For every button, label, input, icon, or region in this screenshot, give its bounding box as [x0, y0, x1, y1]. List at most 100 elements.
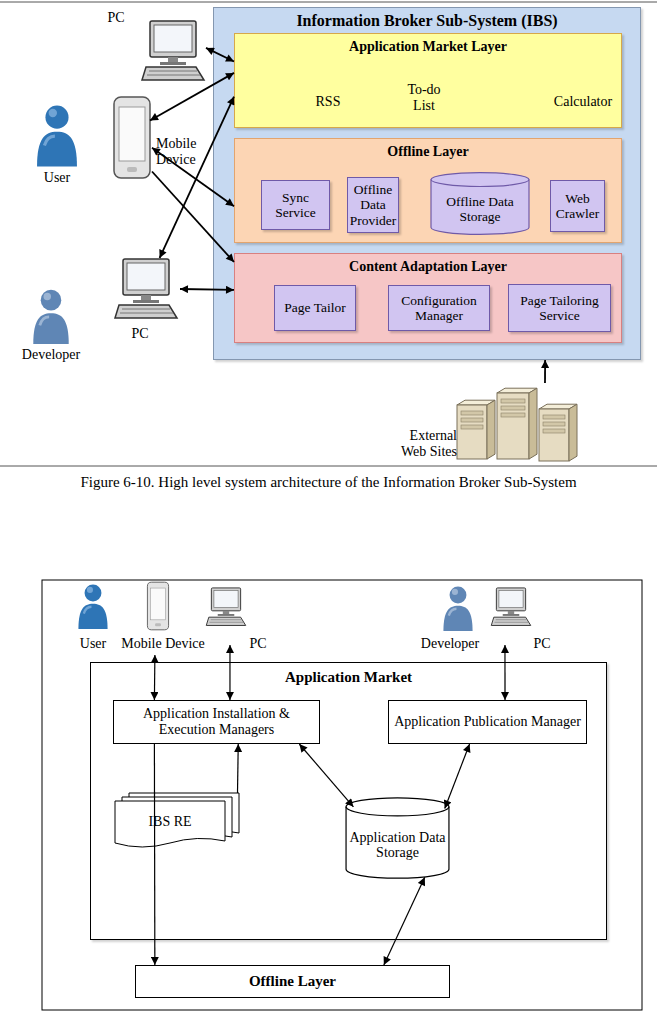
component-label: Web Crawler: [555, 191, 600, 221]
text-holder: Application Installation & Execution Man…: [114, 701, 319, 743]
component-box: Page Tailor: [274, 285, 356, 331]
connector-arrow: [299, 744, 353, 807]
layer-title: Offline Layer: [235, 139, 621, 159]
component-box: Sync Service: [261, 180, 330, 230]
text-holder: IBS RE: [115, 801, 225, 843]
component-label: Offline Layer: [249, 973, 336, 990]
page-rule: [0, 2, 657, 3]
device-label: PC: [243, 636, 273, 652]
text-holder: Sync Service: [262, 181, 329, 229]
component-label: Offline Data Provider: [350, 182, 396, 227]
server-icon: [455, 383, 580, 463]
pc-icon: [205, 585, 247, 629]
connector-arrow: [160, 97, 234, 258]
connector-arrow: [445, 744, 470, 808]
text-holder: Configuration Manager: [389, 286, 489, 330]
device-node: External Web Sites: [455, 383, 580, 463]
device-label: Developer: [8, 347, 94, 363]
person-icon: [74, 583, 112, 629]
component-box: Web Crawler: [550, 180, 605, 232]
component-box: Offline Layer: [135, 965, 450, 998]
device-label: External Web Sites: [391, 428, 457, 460]
document-stack: IBS RE: [115, 793, 240, 851]
connector-arrow: [504, 645, 505, 700]
layer-title: Content Adaptation Layer: [235, 254, 621, 274]
text-holder: Offline Data Provider: [348, 178, 398, 232]
layer-band: Information Broker Sub-System (IBS) Appli…: [213, 7, 641, 360]
text-holder: Application Data Storage: [345, 812, 450, 879]
person-icon: [440, 585, 476, 631]
device-label: User: [66, 636, 120, 652]
connector-arrow: [229, 645, 230, 700]
layer-band: Application MarketApplication Installati…: [90, 662, 607, 940]
device-node: User: [36, 103, 78, 167]
connector-arrow: [154, 744, 156, 965]
app-label: To-do List: [403, 82, 445, 114]
device-label: PC: [527, 636, 557, 652]
device-node: PC: [205, 583, 275, 645]
connector-arrow: [544, 360, 546, 383]
component-box: Application Installation & Execution Man…: [113, 700, 320, 744]
device-node: User: [66, 581, 120, 657]
storage-cylinder: Offline Data Storage: [430, 172, 530, 235]
connector-arrow: [384, 877, 425, 965]
text-holder: Web Crawler: [551, 181, 604, 231]
device-label: PC: [96, 10, 136, 26]
storage-label: Application Data Storage: [349, 830, 446, 861]
document-label: IBS RE: [148, 814, 191, 830]
storage-cylinder: Application Data Storage: [345, 797, 450, 879]
layer-title: Application Market Layer: [235, 34, 621, 54]
device-label: User: [27, 170, 87, 186]
connector-arrow: [150, 73, 234, 121]
device-node: PC: [490, 583, 560, 645]
device-label: Mobile Device: [156, 136, 212, 168]
text-holder: Offline Layer: [136, 966, 449, 997]
person-icon: [30, 288, 72, 344]
connector-arrow: [154, 655, 156, 700]
figure-frame: [42, 580, 642, 1010]
pc-icon: [490, 585, 532, 629]
component-label: Application Installation & Execution Man…: [118, 706, 315, 737]
component-label: Page Tailor: [284, 300, 345, 315]
connector-arrow: [237, 744, 239, 793]
device-label: Developer: [410, 636, 490, 652]
layer-band: Offline LayerSync Service Offline Data Pr…: [234, 138, 622, 243]
connector-arrow: [152, 148, 234, 207]
pc-icon: [112, 258, 180, 320]
layer-title: Application Market: [91, 663, 606, 686]
connector-arrow: [152, 172, 234, 263]
mobile-icon: [145, 581, 171, 631]
layer-title: Information Broker Sub-System (IBS): [214, 8, 640, 30]
device-node: Developer: [30, 288, 72, 344]
connector-arrow: [206, 48, 234, 62]
layer-band: Content Adaptation LayerPage Tailor Confi…: [234, 253, 622, 343]
figure-caption: Figure 6-10. High level system architect…: [0, 474, 657, 491]
component-label: Application Publication Manager: [394, 714, 581, 730]
person-icon: [36, 103, 78, 167]
component-label: Sync Service: [266, 190, 325, 220]
component-box: Offline Data Provider: [347, 177, 399, 233]
component-label: Page Tailoring Service: [513, 293, 606, 323]
pc-icon: [140, 20, 206, 82]
device-node: PC: [112, 258, 180, 320]
text-holder: Page Tailor: [275, 286, 355, 330]
connector-arrow: [180, 288, 234, 291]
page-rule: [0, 466, 657, 467]
text-holder: Offline Data Storage: [430, 183, 530, 235]
device-node: PC: [140, 20, 206, 82]
component-box: Page Tailoring Service: [508, 284, 611, 332]
app-label: RSS: [310, 94, 346, 110]
device-label: PC: [120, 326, 160, 342]
mobile-icon: [112, 95, 152, 180]
text-holder: Application Publication Manager: [389, 701, 586, 743]
device-node: Mobile Device: [118, 581, 208, 655]
component-box: Configuration Manager: [388, 285, 490, 331]
layer-band: Application Market Layer: [234, 33, 622, 128]
component-label: Configuration Manager: [393, 293, 485, 323]
text-holder: Page Tailoring Service: [509, 285, 610, 331]
app-label: Calculator: [548, 94, 618, 110]
storage-label: Offline Data Storage: [434, 194, 526, 224]
component-box: Application Publication Manager: [388, 700, 587, 744]
device-node: Mobile Device: [112, 95, 152, 180]
